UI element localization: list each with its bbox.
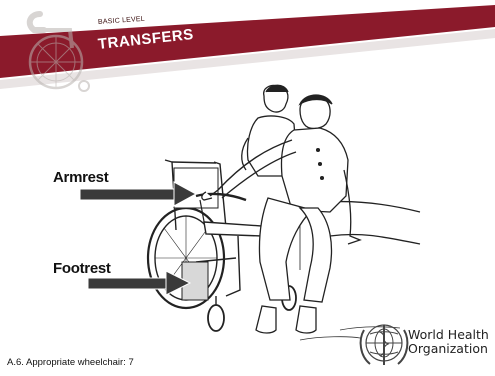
- who-wordmark: World Health Organization: [408, 328, 489, 356]
- who-line-2: Organization: [408, 342, 489, 356]
- slide-footer: A.6. Appropriate wheelchair: 7: [7, 357, 134, 368]
- who-line-1: World Health: [408, 328, 489, 342]
